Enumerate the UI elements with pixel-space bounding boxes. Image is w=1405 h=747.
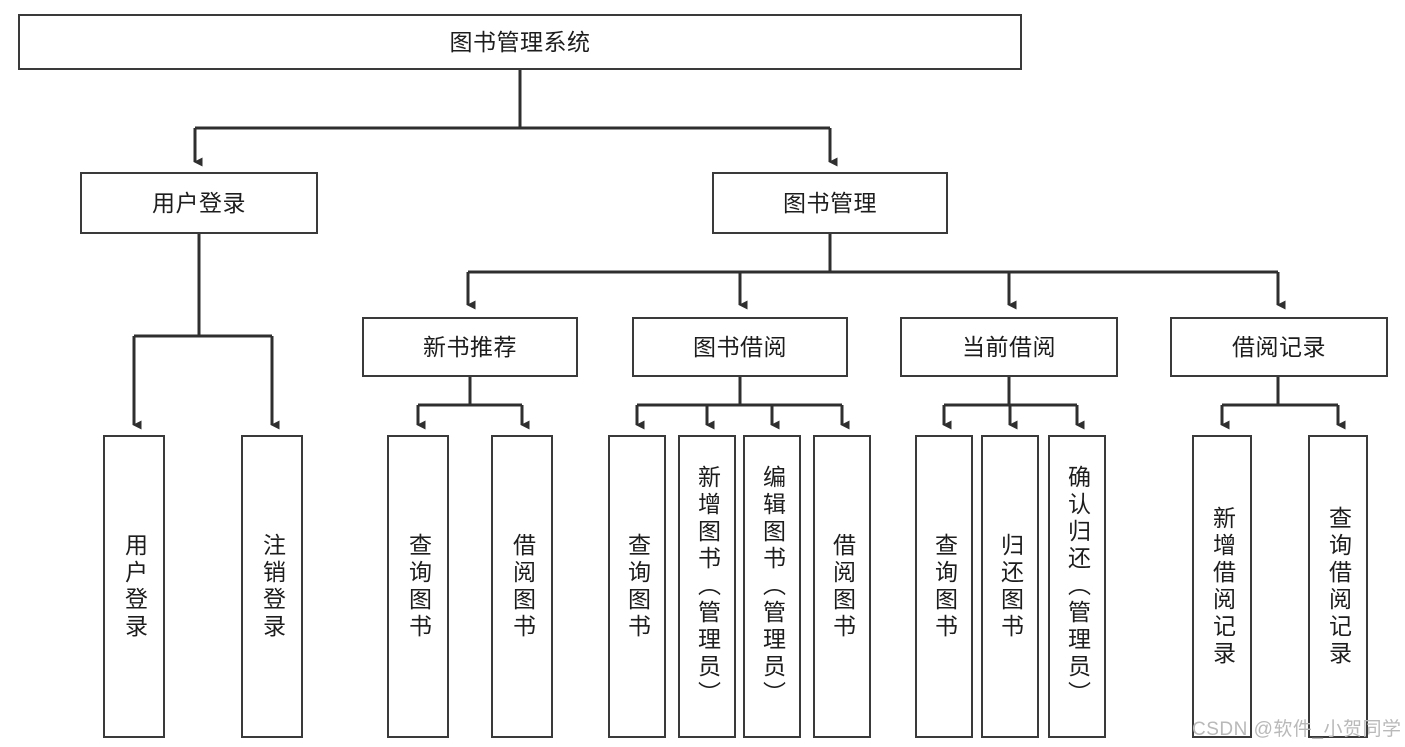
leaf-current-borrow-query-label: 查询图书 <box>931 532 958 641</box>
leaf-current-borrow-query[interactable]: 查询图书 <box>915 435 973 738</box>
leaf-new-book-query[interactable]: 查询图书 <box>387 435 449 738</box>
leaf-user-login-logout[interactable]: 注销登录 <box>241 435 303 738</box>
node-user-login[interactable]: 用户登录 <box>80 172 318 234</box>
leaf-book-borrow-edit-label: 编辑图书（管理员） <box>759 465 786 708</box>
leaf-user-login-logout-label: 注销登录 <box>259 532 286 641</box>
node-book-borrow[interactable]: 图书借阅 <box>632 317 848 377</box>
node-current-borrow[interactable]: 当前借阅 <box>900 317 1118 377</box>
leaf-user-login-login-label: 用户登录 <box>121 532 148 641</box>
leaf-user-login-login[interactable]: 用户登录 <box>103 435 165 738</box>
node-current-borrow-label: 当前借阅 <box>962 333 1056 360</box>
leaf-book-borrow-edit[interactable]: 编辑图书（管理员） <box>743 435 801 738</box>
node-new-book-recommend-label: 新书推荐 <box>423 333 517 360</box>
leaf-book-borrow-query[interactable]: 查询图书 <box>608 435 666 738</box>
node-borrow-record-label: 借阅记录 <box>1232 333 1326 360</box>
leaf-current-borrow-return[interactable]: 归还图书 <box>981 435 1039 738</box>
leaf-borrow-record-add-label: 新增借阅记录 <box>1209 505 1236 668</box>
leaf-borrow-record-add[interactable]: 新增借阅记录 <box>1192 435 1252 738</box>
node-book-borrow-label: 图书借阅 <box>693 333 787 360</box>
leaf-current-borrow-confirm-return[interactable]: 确认归还（管理员） <box>1048 435 1106 738</box>
leaf-book-borrow-borrow[interactable]: 借阅图书 <box>813 435 871 738</box>
leaf-current-borrow-confirm-return-label: 确认归还（管理员） <box>1064 465 1091 708</box>
node-new-book-recommend[interactable]: 新书推荐 <box>362 317 578 377</box>
leaf-book-borrow-borrow-label: 借阅图书 <box>829 532 856 641</box>
node-user-login-label: 用户登录 <box>152 189 246 216</box>
node-root[interactable]: 图书管理系统 <box>18 14 1022 70</box>
leaf-current-borrow-return-label: 归还图书 <box>997 532 1024 641</box>
leaf-new-book-borrow[interactable]: 借阅图书 <box>491 435 553 738</box>
leaf-book-borrow-add[interactable]: 新增图书（管理员） <box>678 435 736 738</box>
node-book-management[interactable]: 图书管理 <box>712 172 948 234</box>
node-root-label: 图书管理系统 <box>449 28 591 55</box>
leaf-new-book-borrow-label: 借阅图书 <box>509 532 536 641</box>
leaf-new-book-query-label: 查询图书 <box>405 532 432 641</box>
leaf-borrow-record-query[interactable]: 查询借阅记录 <box>1308 435 1368 738</box>
node-borrow-record[interactable]: 借阅记录 <box>1170 317 1388 377</box>
node-book-management-label: 图书管理 <box>783 189 877 216</box>
leaf-book-borrow-query-label: 查询图书 <box>624 532 651 641</box>
leaf-borrow-record-query-label: 查询借阅记录 <box>1325 505 1352 668</box>
leaf-book-borrow-add-label: 新增图书（管理员） <box>694 465 721 708</box>
watermark-text: CSDN @软件_小贺同学 <box>1192 719 1402 740</box>
